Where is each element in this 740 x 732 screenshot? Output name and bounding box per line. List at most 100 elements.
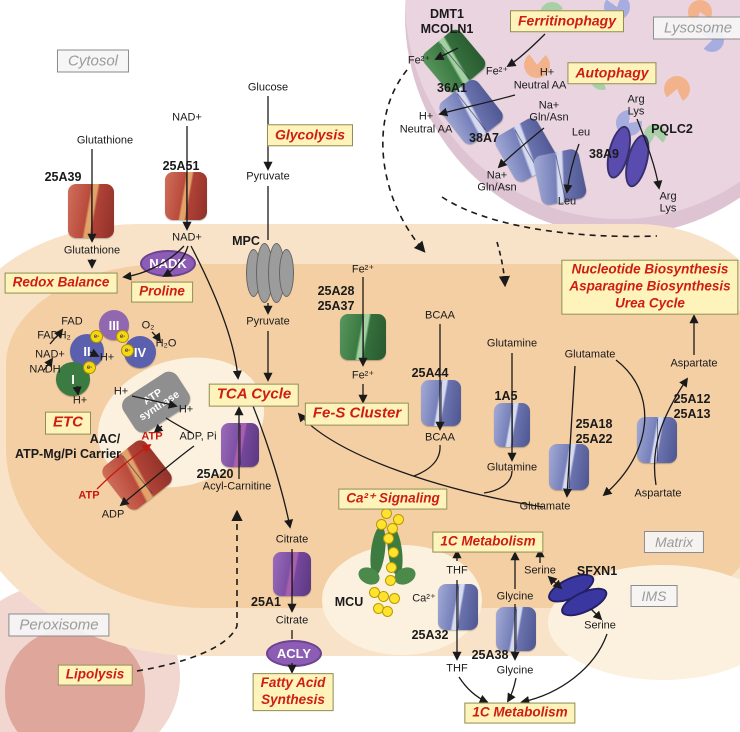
glutamine-matrix-label: Glutamine	[486, 461, 538, 474]
aspartate-cytosol-label: Aspartate	[670, 357, 718, 370]
bcaa-matrix-label: BCAA	[425, 431, 455, 444]
calcium-ion-icon	[376, 519, 387, 530]
slc25a39-transporter	[68, 184, 114, 238]
one-c-metabolism-bottom-label: 1C Metabolism	[464, 702, 576, 724]
aac-label-line2: ATP-Mg/Pi Carrier	[14, 446, 122, 461]
ims-label: IMS	[630, 585, 678, 607]
acyl-carnitine-label: Acyl-Carnitine	[202, 480, 272, 493]
citrate-matrix-label: Citrate	[275, 533, 309, 546]
thf-matrix-label: THF	[446, 564, 468, 577]
aac-label-line1: AAC/	[89, 431, 121, 446]
bcaa-cytosol-label: BCAA	[425, 309, 455, 322]
citrate-cytosol-label: Citrate	[275, 614, 309, 627]
aspartate-matrix-label: Aspartate	[634, 487, 682, 500]
h-plus-complex2-label: H+	[99, 351, 115, 364]
slc25a28-slc25a37-transporter	[340, 314, 386, 360]
calcium-ion-icon	[393, 514, 404, 525]
slc25a18-label: 25A18	[575, 416, 613, 431]
slc25a12-slc25a13-transporter	[637, 417, 677, 463]
leu-cytosol-label: Leu	[557, 195, 577, 208]
h-plus-synthase-out-label: H+	[178, 403, 194, 416]
fad-label: FAD	[61, 315, 83, 328]
slc25a38-label: 25A38	[471, 647, 509, 662]
slc36a1-label: 36A1	[437, 80, 467, 95]
mpc-label: MPC	[232, 233, 260, 248]
tca-cycle-label: TCA Cycle	[208, 383, 300, 407]
calcium-ion-icon	[389, 593, 400, 604]
slc1a5-label: 1A5	[494, 388, 518, 403]
nad-matrix-label: NAD+	[172, 231, 202, 244]
gln-asn-cytosol-label: Gln/Asn	[477, 181, 517, 194]
atp-in-label: ATP	[78, 489, 100, 502]
slc38a7-label: 38A7	[469, 130, 499, 145]
pqlc2-label: PQLC2	[651, 121, 693, 136]
calcium-ion-icon	[387, 523, 398, 534]
h-plus-cytosol-label: H+	[418, 110, 434, 123]
arg-lysosome-label: Arg	[627, 93, 645, 106]
electron-icon: e-	[83, 361, 96, 374]
redox-balance-label: Redox Balance	[4, 272, 118, 294]
fe2-lysosome-label: Fe²⁺	[485, 65, 509, 78]
proline-label: Proline	[131, 281, 193, 303]
fe-s-cluster-label: Fe-S Cluster	[304, 402, 410, 426]
lipolysis-label: Lipolysis	[57, 664, 133, 686]
mcoln1-label: MCOLN1	[420, 21, 474, 36]
mcu-label: MCU	[334, 594, 364, 609]
slc25a1-label: 25A1	[251, 594, 281, 609]
na-lysosome-label: Na+	[538, 99, 560, 112]
ferritinophagy-label: Ferritinophagy	[509, 10, 625, 32]
asparagine-biosynthesis-line: Asparagine Biosynthesis	[569, 278, 731, 294]
slc38a9-label: 38A9	[589, 146, 619, 161]
arg-cytosol-label: Arg	[659, 190, 677, 203]
fe2-cytosol-left-label: Fe²⁺	[407, 54, 431, 67]
nadk-enzyme: NADK	[140, 250, 196, 277]
lys-lysosome-label: Lys	[627, 105, 645, 118]
glycine-matrix-label: Glycine	[496, 590, 534, 603]
glutamate-matrix-label: Glutamate	[519, 500, 571, 513]
glutathione-matrix-label: Glutathione	[63, 244, 121, 257]
adp-pi-label: ADP, Pi	[179, 430, 217, 443]
thf-ims-label: THF	[446, 662, 468, 675]
pyruvate-matrix-label: Pyruvate	[246, 315, 290, 328]
nad-cytosol-label: NAD+	[172, 111, 202, 124]
acly-enzyme: ACLY	[266, 640, 322, 667]
atp-out-label: ATP	[141, 430, 163, 443]
slc25a22-label: 25A22	[575, 431, 613, 446]
adp-label: ADP	[101, 508, 125, 521]
fadh2-label: FADH₂	[37, 329, 71, 342]
fatty-acid-synthesis-label: Fatty Acid Synthesis	[252, 673, 334, 711]
slc25a18-slc25a22-transporter	[549, 444, 589, 490]
glucose-label: Glucose	[247, 81, 289, 94]
glutamate-cytosol-label: Glutamate	[564, 348, 616, 361]
h-plus-lysosome-label: H+	[539, 66, 555, 79]
lysosome-label: Lysosome	[652, 16, 740, 40]
nadh-label: NADH	[29, 363, 61, 376]
o2-label: O₂	[141, 319, 155, 332]
ca2-label: Ca²⁺	[412, 592, 436, 605]
nad-etc-label: NAD+	[35, 348, 65, 361]
slc25a13-label: 25A13	[673, 406, 711, 421]
leu-lysosome-label: Leu	[571, 126, 591, 139]
dmt1-label: DMT1	[429, 6, 465, 21]
fe2-matrix-label: Fe²⁺	[351, 369, 375, 382]
calcium-ion-icon	[378, 591, 389, 602]
mpc-carrier	[246, 242, 294, 304]
fe2-ims-label: Fe²⁺	[351, 263, 375, 276]
neutral-aa-cytosol-label: Neutral AA	[399, 123, 453, 136]
neutral-aa-lysosome-label: Neutral AA	[513, 79, 567, 92]
peroxisome-label: Peroxisome	[8, 613, 110, 637]
slc25a51-label: 25A51	[162, 158, 200, 173]
slc25a20-transporter	[221, 423, 259, 467]
calcium-ion-icon	[385, 575, 396, 586]
cytosol-label: Cytosol	[56, 49, 130, 73]
lys-cytosol-label: Lys	[659, 202, 677, 215]
calcium-ion-icon	[383, 533, 394, 544]
sfxn1-label: SFXN1	[576, 563, 618, 578]
glutamine-cytosol-label: Glutamine	[486, 337, 538, 350]
slc25a38-transporter	[496, 607, 536, 651]
h2o-label: H₂O	[155, 337, 177, 350]
calcium-ion-icon	[388, 547, 399, 558]
biosynthesis-label: Nucleotide Biosynthesis Asparagine Biosy…	[561, 259, 739, 315]
slc25a39-label: 25A39	[44, 169, 82, 184]
